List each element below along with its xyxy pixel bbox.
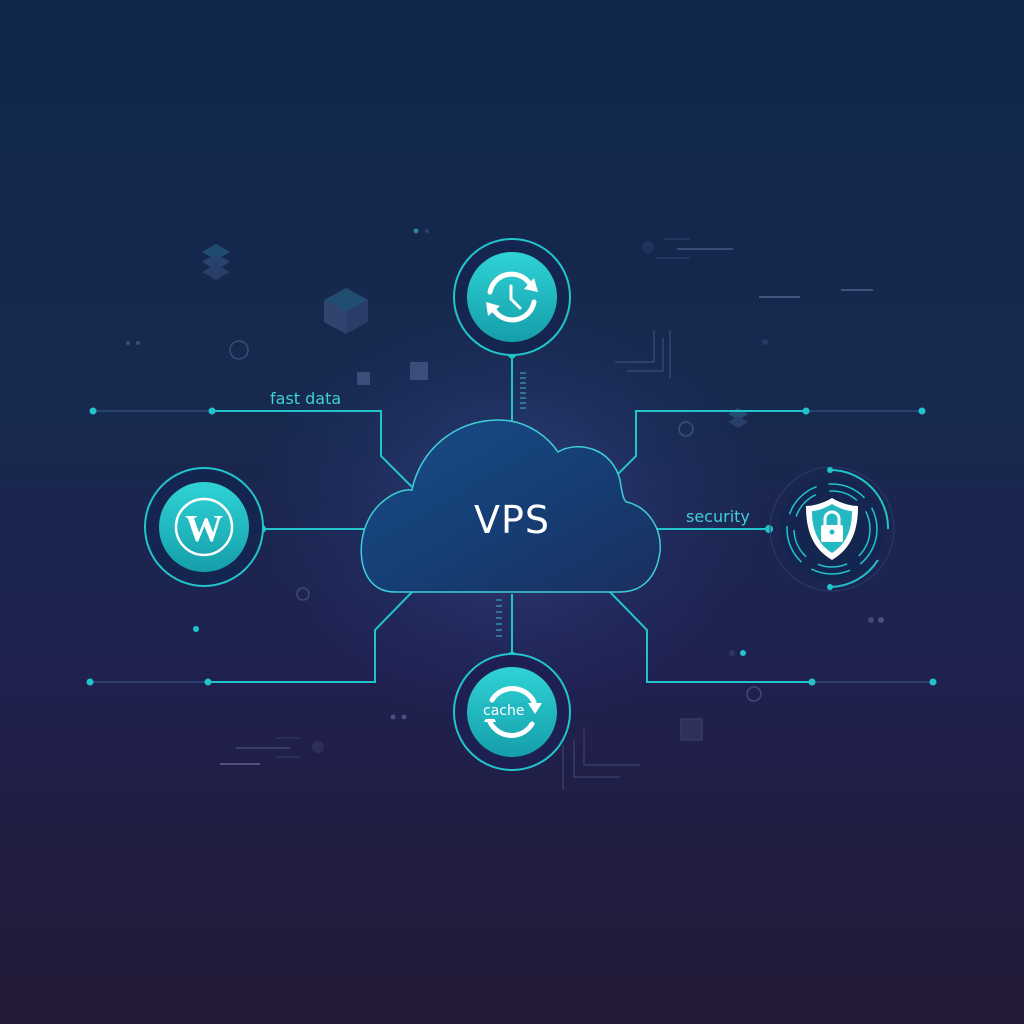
fast-data-label: fast data	[270, 389, 342, 408]
shield-lock-icon	[806, 498, 858, 560]
vps-label: VPS	[473, 498, 551, 542]
cache-label: cache	[481, 703, 527, 719]
connector-ticks	[496, 372, 526, 637]
wordpress-icon	[174, 497, 234, 557]
decorative-shapes	[126, 228, 884, 790]
svg-text:W: W	[185, 508, 223, 550]
connectors	[90, 354, 933, 683]
stack-icon	[202, 244, 230, 280]
vps-cloud[interactable]	[360, 419, 661, 593]
node-backup[interactable]	[453, 238, 571, 356]
cube-icon	[324, 288, 368, 334]
node-security[interactable]	[769, 466, 895, 592]
security-label: security	[686, 507, 750, 526]
node-wordpress[interactable]: W	[144, 467, 264, 587]
clock-sync-icon	[486, 271, 538, 323]
